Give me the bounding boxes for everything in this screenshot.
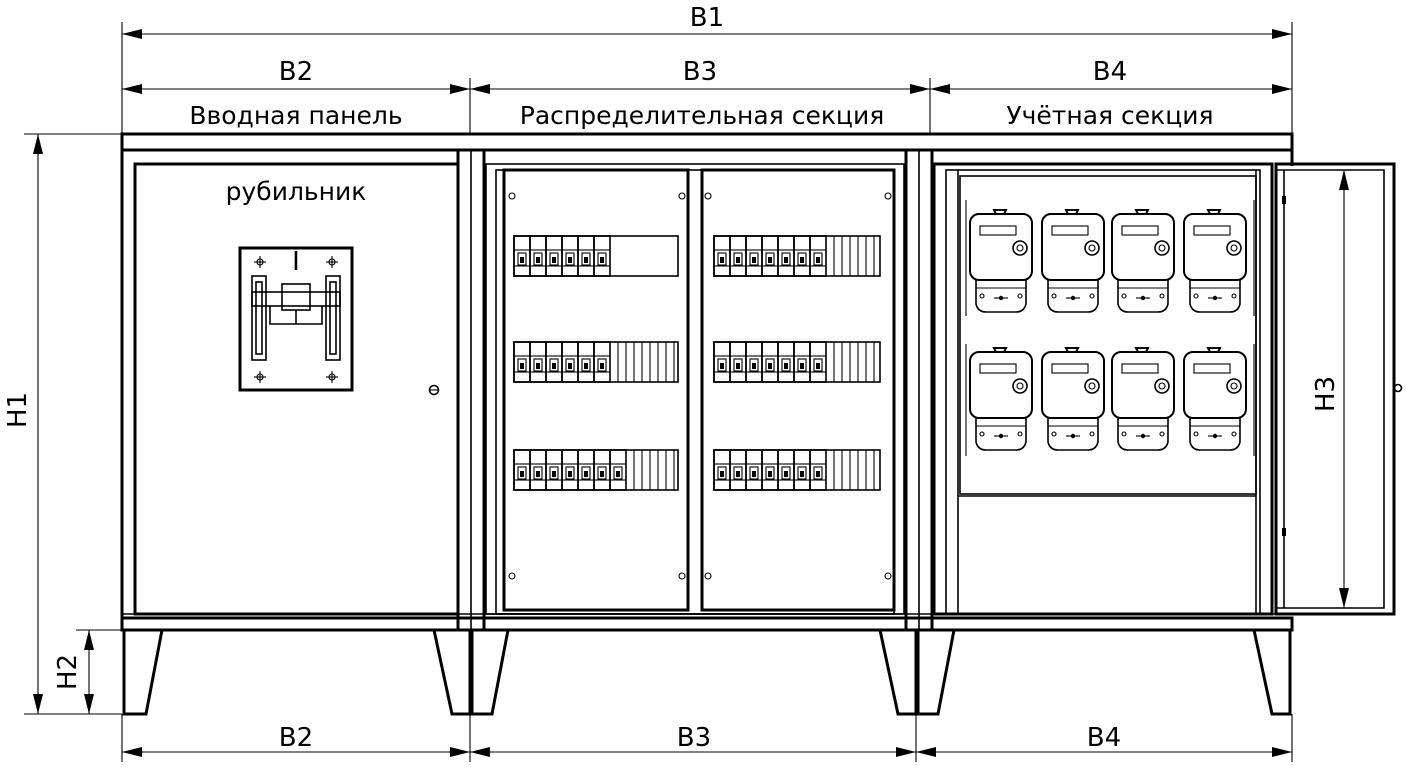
dimension-label-b3-bottom: B3 xyxy=(677,723,711,753)
leg-1 xyxy=(122,628,164,716)
electricity-meters xyxy=(969,209,1247,451)
cabinet-legs xyxy=(122,628,1292,716)
meter-mounting-plate xyxy=(959,175,1257,495)
electricity-meter xyxy=(969,209,1033,313)
circuit-breaker xyxy=(513,341,531,383)
breaker-row xyxy=(513,341,679,383)
circuit-breaker xyxy=(561,449,579,491)
breaker-row xyxy=(713,341,881,383)
door-handle-icon xyxy=(1393,383,1403,393)
circuit-breaker xyxy=(713,341,731,383)
section-title-metering: Учётная секция xyxy=(1006,101,1213,130)
circuit-breaker xyxy=(561,341,579,383)
circuit-breaker xyxy=(713,449,731,491)
metering-section xyxy=(932,162,1274,616)
circuit-breaker xyxy=(761,341,779,383)
section-title-input-panel: Вводная панель xyxy=(189,101,402,130)
knife-switch-icon: I xyxy=(238,246,354,392)
switch-label: рубильник xyxy=(226,177,367,206)
circuit-breaker xyxy=(561,235,579,277)
leg-5 xyxy=(916,628,956,716)
electricity-meter xyxy=(1183,347,1247,451)
circuit-breaker xyxy=(745,449,763,491)
circuit-breaker xyxy=(777,235,795,277)
electricity-meter xyxy=(969,347,1033,451)
distribution-section xyxy=(485,163,905,615)
circuit-breaker xyxy=(529,341,547,383)
circuit-breaker xyxy=(545,341,563,383)
electricity-meter xyxy=(1183,209,1247,313)
metering-door-open: H3 xyxy=(1274,162,1403,616)
cabinet-base xyxy=(120,616,1294,632)
leg-3 xyxy=(470,628,510,716)
dimension-label-b1: B1 xyxy=(690,3,724,33)
input-panel: рубильник I xyxy=(133,162,460,616)
electricity-meter xyxy=(1111,347,1175,451)
dimension-label-b4-top: B4 xyxy=(1093,57,1127,87)
breaker-row xyxy=(713,235,881,277)
switch-mark: I xyxy=(292,247,300,277)
dimension-label-b2-bottom: B2 xyxy=(279,723,313,753)
circuit-breaker xyxy=(577,449,595,491)
circuit-breaker xyxy=(777,449,795,491)
electricity-meter xyxy=(1041,347,1105,451)
left-dimensions: H1 H2 xyxy=(3,133,122,715)
circuit-breaker xyxy=(593,235,611,277)
top-dimensions: B1 B2 B3 B4 Вводная панель Распределител… xyxy=(121,3,1293,134)
circuit-breaker xyxy=(761,449,779,491)
input-panel-door xyxy=(133,162,460,616)
circuit-breaker-rows xyxy=(513,235,881,491)
circuit-breaker xyxy=(793,449,811,491)
circuit-breaker xyxy=(609,449,627,491)
circuit-breaker xyxy=(809,235,827,277)
bottom-dimensions: B2 B3 B4 xyxy=(121,714,1293,762)
circuit-breaker xyxy=(545,449,563,491)
section-title-distribution: Распределительная секция xyxy=(520,101,884,130)
circuit-breaker xyxy=(745,341,763,383)
dimension-label-h3: H3 xyxy=(1311,376,1341,412)
circuit-breaker xyxy=(729,341,747,383)
circuit-breaker xyxy=(577,341,595,383)
circuit-breaker xyxy=(513,235,531,277)
circuit-breaker xyxy=(577,235,595,277)
electricity-meter xyxy=(1041,209,1105,313)
electricity-meter xyxy=(1111,209,1175,313)
circuit-breaker xyxy=(745,235,763,277)
dimension-label-b4-bottom: B4 xyxy=(1087,723,1121,753)
dimension-label-h1: H1 xyxy=(3,392,33,428)
circuit-breaker xyxy=(809,341,827,383)
leg-4 xyxy=(878,628,918,716)
circuit-breaker xyxy=(793,341,811,383)
cabinet-top-cover xyxy=(120,132,1294,152)
circuit-breaker xyxy=(809,449,827,491)
dimension-label-b3-top: B3 xyxy=(683,57,717,87)
circuit-breaker xyxy=(529,449,547,491)
breaker-row xyxy=(713,449,881,491)
breaker-row xyxy=(513,235,679,277)
circuit-breaker xyxy=(777,341,795,383)
circuit-breaker xyxy=(793,235,811,277)
leg-6 xyxy=(1252,628,1292,716)
cabinet-frame xyxy=(120,132,1294,632)
circuit-breaker xyxy=(729,235,747,277)
circuit-breaker xyxy=(545,235,563,277)
circuit-breaker xyxy=(593,449,611,491)
dimension-label-b2-top: B2 xyxy=(279,57,313,87)
circuit-breaker xyxy=(761,235,779,277)
circuit-breaker xyxy=(713,235,731,277)
dimension-label-h2: H2 xyxy=(53,654,83,690)
circuit-breaker xyxy=(593,341,611,383)
circuit-breaker xyxy=(513,449,531,491)
breaker-row xyxy=(513,449,679,491)
leg-2 xyxy=(432,628,472,716)
circuit-breaker xyxy=(529,235,547,277)
circuit-breaker xyxy=(729,449,747,491)
